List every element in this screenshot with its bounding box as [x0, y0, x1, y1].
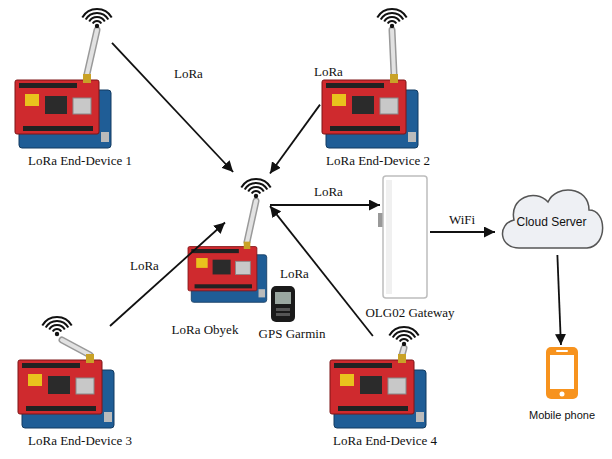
lora-board [18, 317, 114, 428]
gateway: OLG02 Gateway [380, 175, 430, 300]
node-label: LoRa End-Device 2 [326, 153, 430, 168]
node-label: LoRa Obyek [172, 322, 239, 337]
arrow-connector [557, 255, 561, 345]
node-label: OLG02 Gateway [365, 305, 454, 320]
end-device: LoRa End-Device 1 [15, 12, 112, 150]
gps-device: GPS Garmin [270, 285, 297, 322]
lora-board [330, 327, 426, 428]
arrow-connector [430, 231, 495, 233]
gateway-device [378, 176, 427, 298]
edge-label: LoRa [312, 184, 345, 199]
node-label: GPS Garmin [259, 326, 326, 341]
end-device: LoRa End-Device 3 [20, 318, 110, 430]
node-label: LoRa End-Device 1 [28, 153, 132, 168]
object-device: LoRa Obyek [225, 172, 270, 320]
arrow-connector [270, 204, 380, 206]
node-label: Mobile phone [529, 408, 595, 423]
edge-label: LoRa [172, 66, 205, 81]
node-text: Cloud Server [516, 215, 586, 229]
arrow-connector [270, 206, 373, 336]
arrow-connector [110, 223, 225, 327]
edge-label: LoRa [312, 64, 345, 79]
lora-board [188, 179, 271, 302]
edge-label: WiFi [447, 212, 477, 227]
edge-label: LoRa [278, 266, 311, 281]
end-device: LoRa End-Device 4 [332, 336, 412, 420]
arrow-connector [270, 105, 320, 174]
mobile-phone: Mobile phone [545, 345, 580, 402]
phone-icon [546, 347, 578, 399]
end-device: LoRa End-Device 2 [320, 8, 405, 150]
lora-board [15, 9, 112, 148]
gps-device [271, 286, 295, 322]
cloud-server: Cloud Server [495, 180, 608, 255]
node-label: LoRa End-Device 4 [333, 433, 437, 448]
arrow-connector [112, 43, 233, 172]
edge-label: LoRa [128, 258, 161, 273]
node-label: LoRa End-Device 3 [28, 433, 132, 448]
